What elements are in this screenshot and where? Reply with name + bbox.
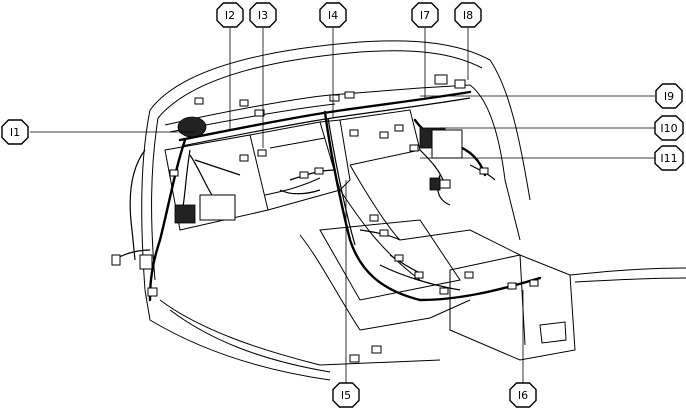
callout-I9: I9: [655, 83, 683, 109]
callout-I6: I6: [509, 382, 537, 408]
connectors: [111, 74, 539, 363]
wire-harness: [111, 90, 542, 302]
callout-I1: I1: [1, 119, 29, 145]
callout-I5: I5: [332, 382, 360, 408]
callout-I4: I4: [319, 2, 347, 28]
callout-I10: I10: [654, 115, 684, 141]
callout-I7: I7: [411, 2, 439, 28]
callout-I3: I3: [249, 2, 277, 28]
callout-I1-text: I1: [10, 126, 20, 139]
vehicle-body-outline: [141, 40, 686, 381]
callout-I8-text: I8: [463, 9, 473, 22]
callout-I4-text: I4: [328, 9, 338, 22]
callout-I11-text: I11: [660, 152, 677, 165]
callout-I9-text: I9: [664, 90, 674, 103]
callout-I2: I2: [216, 2, 244, 28]
callout-I7-text: I7: [420, 9, 430, 22]
components: [174, 116, 463, 224]
callout-I10-text: I10: [660, 122, 677, 135]
callout-I6-text: I6: [518, 389, 528, 402]
callout-I3-text: I3: [258, 9, 268, 22]
callout-I8: I8: [454, 2, 482, 28]
callout-I2-text: I2: [225, 9, 235, 22]
callout-I11: I11: [654, 145, 684, 171]
leader-lines: [30, 28, 655, 395]
callout-I5-text: I5: [341, 389, 351, 402]
